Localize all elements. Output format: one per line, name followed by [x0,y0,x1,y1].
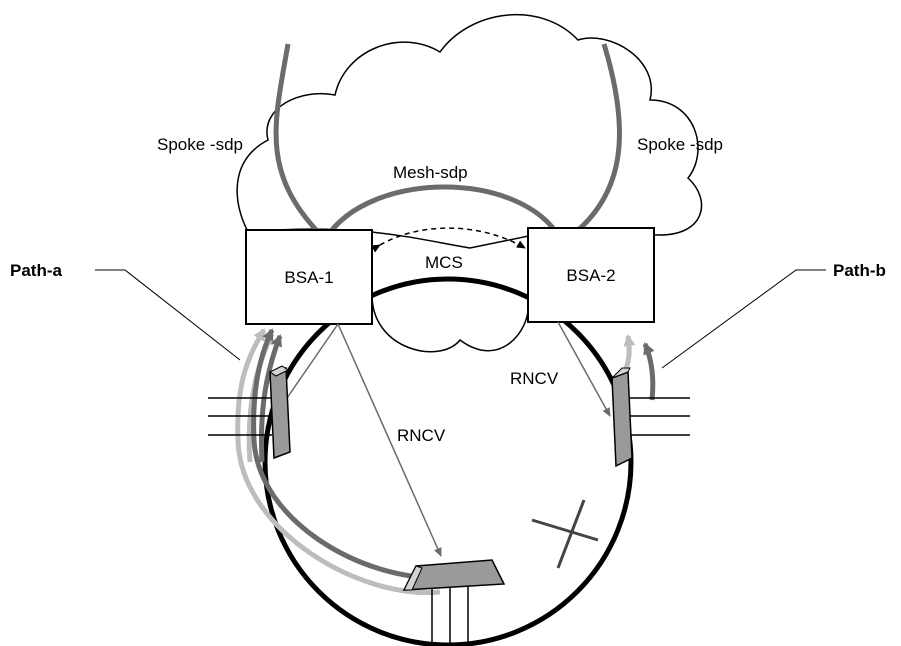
ring-network [262,276,634,646]
path-a-light-long [235,328,441,596]
path-b-pointer [661,269,826,369]
rncv-right-label: RNCV [510,369,559,388]
bsa-1-label: BSA-1 [284,268,333,287]
bsa-2-label: BSA-2 [566,266,615,285]
path-a-dark-short [258,334,283,463]
mesh-sdp-line [323,184,563,240]
cloud-lower-lobe [371,294,529,353]
bsa-2-box [527,227,655,323]
spoke-sdp-left-line [273,43,320,234]
right-add-drop-device [611,370,633,468]
left-add-drop-device [269,367,291,460]
spoke-sdp-right-line [574,43,622,234]
path-a-pointer [95,269,241,361]
path-b-label: Path-b [833,261,886,280]
right-add-drop-device-top [611,367,631,379]
path-a-label: Path-a [10,261,63,280]
path-a-dark-long [251,328,443,581]
spoke-sdp-left-label: Spoke -sdp [157,135,243,154]
path-b-dark [642,342,656,401]
spoke-sdp-right-label: Spoke -sdp [637,135,723,154]
rncv-arrow-bsa1-bottom [337,323,442,557]
failure-mark-stroke-2 [556,499,586,569]
bottom-add-drop-device-light [403,565,423,591]
network-cloud [236,13,703,249]
failure-mark-stroke-1 [531,518,599,542]
rncv-arrow-bsa2-right [557,321,611,417]
rncv-left-label: RNCV [397,426,446,445]
mesh-sdp-label: Mesh-sdp [393,163,468,182]
mcs-arrow [371,227,526,253]
bsa-1-box [245,229,373,325]
mcs-label: MCS [425,253,463,272]
left-add-drop-device-top [269,365,289,377]
